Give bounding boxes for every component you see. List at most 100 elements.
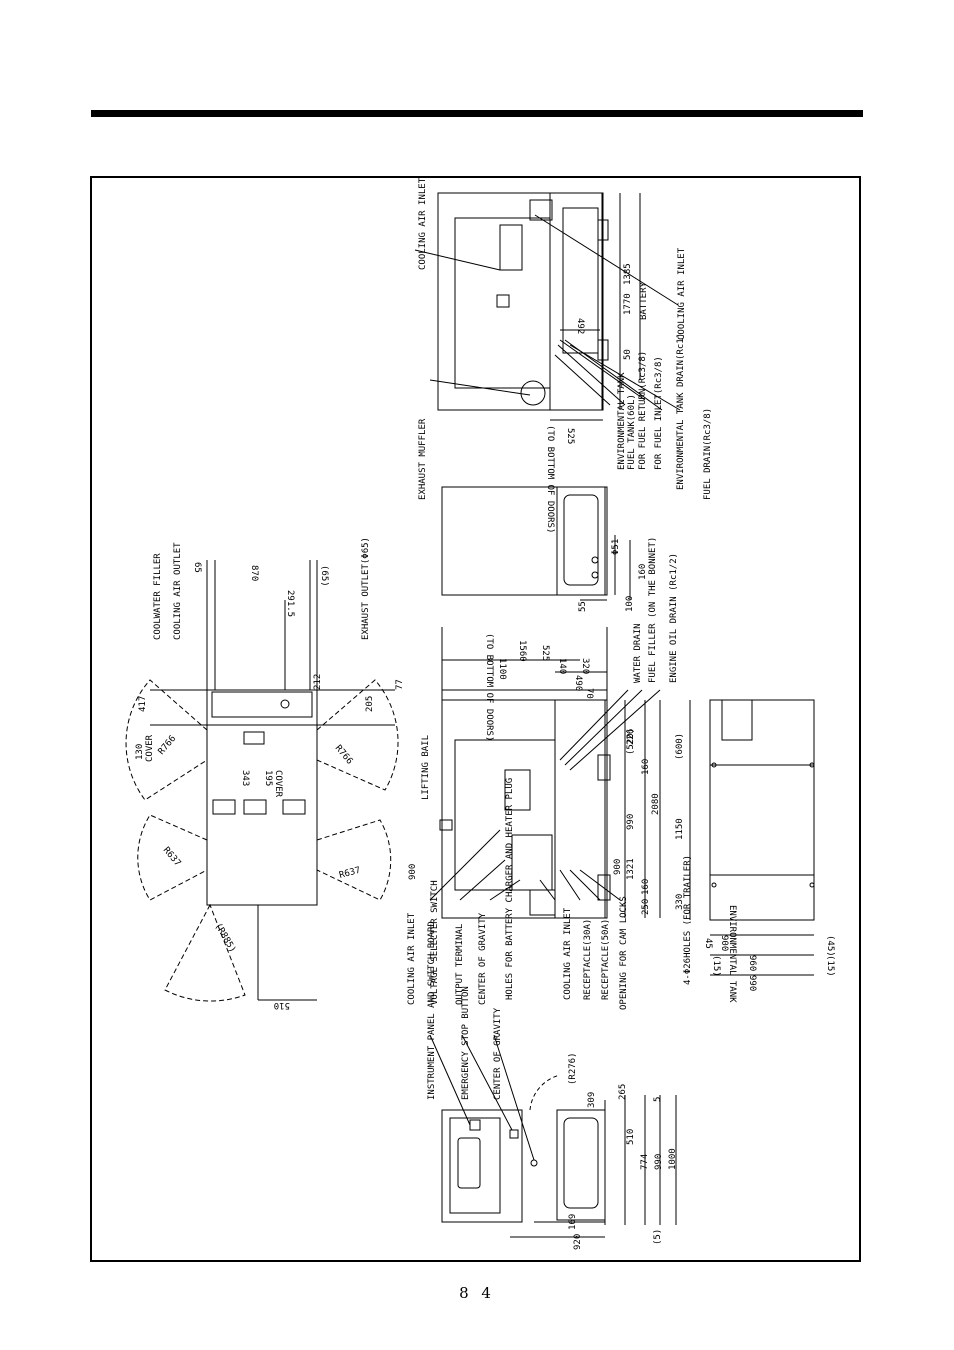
callout-battery: BATTERY — [639, 281, 649, 320]
door-swing-arc — [316, 679, 399, 791]
callout-trailer-holes: 4-Φ26HOLES (FOR TRAILER) — [683, 855, 693, 985]
top-view — [125, 560, 399, 1002]
bottom-view — [689, 699, 815, 976]
dim-bottom-10: 990 — [747, 975, 757, 991]
front-view — [429, 1034, 677, 1238]
dim-bottom-7: (15) — [711, 955, 721, 977]
rear-view — [441, 486, 631, 601]
dim-side-0: 900 — [408, 864, 418, 880]
top-cover — [243, 731, 265, 745]
dim-top-2: (65) — [319, 565, 329, 587]
trailer-hole — [809, 762, 815, 768]
dim-side-11: 160 — [641, 759, 651, 775]
callout-fuel-tank: FUEL TANK(60L) — [627, 394, 637, 470]
callout-holes-battery: HOLES FOR BATTERY CHARGER AND HEATER PLU… — [505, 778, 515, 1000]
dim-top-11: 212 — [313, 674, 323, 690]
dim-front-10: (5) — [653, 1229, 663, 1245]
dim-top-8: 343 — [240, 770, 250, 786]
dim-front-6: 990 — [654, 1154, 664, 1170]
dim-side-16: 160 — [641, 879, 651, 895]
skid-foot-2 — [597, 874, 611, 901]
dim-top-16: R637 — [338, 866, 362, 881]
callout-environmental-tank: ENVIRONMENTAL TANK — [617, 372, 627, 470]
rear-base-opening — [563, 494, 599, 586]
exhaust-outlet — [280, 699, 290, 709]
dim-side-17: 250 — [641, 899, 651, 915]
callout-coolwater-filler: COOLWATER FILLER — [153, 553, 163, 640]
callout-cooling-air-inlet-right: COOLING AIR INLET — [677, 247, 687, 340]
dim-right-1: 1770 — [623, 293, 633, 315]
dim-rear-0: 55 — [578, 601, 588, 612]
top-rear-section — [211, 691, 313, 718]
callout-voltage-selecter: VOLTAGE SELECTER SWITCH — [430, 880, 440, 1005]
dim-side-9: 226 — [626, 729, 636, 745]
dim-front-2: 265 — [618, 1084, 628, 1100]
dim-front-4: 510 — [626, 1129, 636, 1145]
dim-rear-1: 100 — [625, 596, 635, 612]
right-air-inlet-grille — [499, 224, 523, 271]
dim-top-12: 77 — [395, 679, 405, 690]
trailer-hole — [711, 762, 717, 768]
dim-front-7: 1000 — [668, 1148, 678, 1170]
dim-front-8: 169 — [568, 1214, 578, 1230]
callout-cooling-air-inlet-2: COOLING AIR INLET — [563, 907, 573, 1000]
dim-top-17: (R885) — [212, 922, 237, 955]
trailer-hole — [809, 882, 815, 888]
dim-front-5: 774 — [640, 1154, 650, 1170]
dim-side-13: 900 — [613, 859, 623, 875]
front-view-body — [441, 1109, 523, 1223]
right-view-body — [437, 192, 604, 411]
right-skid-foot-1 — [597, 219, 609, 241]
dim-top-18: 510 — [274, 1000, 290, 1010]
dim-rear-2: 160 — [638, 564, 648, 580]
dim-front-9: 920 — [573, 1234, 583, 1250]
panel-window — [457, 1137, 481, 1189]
callout-fuel-return: FOR FUEL RETURN(Rc3/8) — [638, 351, 648, 470]
dim-top-6: COVER — [145, 734, 155, 762]
dim-bottom-0: (600) — [675, 733, 685, 760]
dim-top-0: 65 — [192, 562, 202, 573]
side-view — [429, 627, 661, 919]
emergency-stop-button — [509, 1129, 519, 1139]
rear-view-body — [441, 486, 608, 596]
callout-receptacle-50a: RECEPTACLE(50A) — [601, 919, 611, 1000]
dim-top-5: 130 — [135, 744, 145, 760]
page-number: 8 4 — [459, 1284, 495, 1302]
dim-front-3: 5 — [653, 1097, 663, 1102]
dim-side-5: 140 — [557, 658, 567, 674]
door-swing-arc — [137, 814, 208, 901]
door-swing-arc — [125, 679, 208, 801]
dim-top-15: R637 — [161, 846, 183, 869]
dim-side-1: 1560 — [517, 640, 527, 662]
door-swing-arc — [164, 903, 246, 1002]
dim-side-12: 990 — [626, 814, 636, 830]
callout-instrument-panel: INSTRUMENT PANEL AND SWITCH BOARD — [427, 921, 437, 1100]
callout-water-drain: WATER DRAIN — [633, 623, 643, 683]
dim-bottom-5: ENVIRONMENTAL TANK — [727, 905, 737, 1003]
dim-bottom-9: (15) — [825, 955, 835, 977]
header-rule — [91, 110, 863, 117]
dim-top-14: R766 — [333, 744, 355, 767]
callout-fuel-drain: FUEL DRAIN(Rc3/8) — [703, 408, 713, 500]
dim-front-0: (R276) — [568, 1052, 578, 1085]
callout-env-tank-drain: ENVIRONMENTAL TANK DRAIN(Rc1) — [676, 333, 686, 490]
drawing-frame — [90, 176, 861, 1262]
side-view-body — [441, 699, 608, 919]
air-inlet-grille — [504, 769, 531, 811]
dim-right-2: 50 — [623, 349, 633, 360]
instrument-panel — [449, 1117, 501, 1214]
dim-rear-3: Φ51 — [611, 539, 621, 555]
callout-center-of-gravity: CENTER OF GRAVITY — [493, 1007, 503, 1100]
door-swing-arc — [529, 1074, 561, 1111]
right-skid-foot-2 — [597, 339, 609, 361]
top-vent-1 — [212, 799, 236, 815]
drain-port — [591, 571, 599, 579]
callout-receptacle-30a: RECEPTACLE(30A) — [583, 919, 593, 1000]
right-door-panel — [454, 217, 551, 389]
dim-side-15: 2080 — [651, 793, 661, 815]
callout-cooling-air-inlet: COOLING AIR INLET — [407, 912, 417, 1005]
dim-bottom-6: (45) — [825, 935, 835, 957]
upper-air-inlet — [529, 199, 553, 221]
top-view-body — [206, 689, 318, 906]
